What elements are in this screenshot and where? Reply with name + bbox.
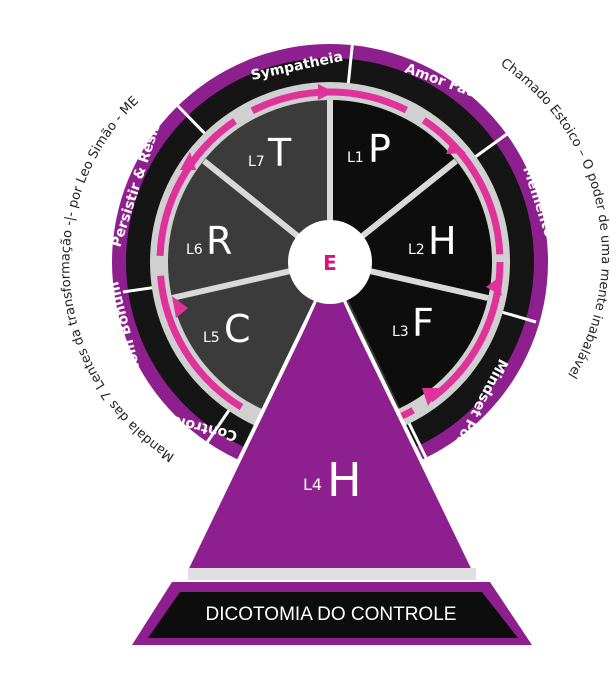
banner-label: DICOTOMIA DO CONTROLE	[206, 604, 457, 625]
svg-text:F: F	[412, 301, 434, 345]
svg-text:L1: L1	[347, 150, 364, 166]
svg-text:L3: L3	[392, 324, 409, 340]
svg-text:C: C	[224, 307, 251, 351]
center-label: E	[323, 251, 337, 275]
lens-l4: L4 H	[303, 453, 362, 507]
svg-text:R: R	[206, 219, 232, 263]
lens-l1: L1 P	[347, 127, 391, 171]
center-hub	[288, 220, 372, 304]
sector-f	[330, 262, 488, 408]
svg-text:L6: L6	[186, 242, 203, 258]
base-bar-light	[188, 568, 476, 580]
svg-text:H: H	[327, 453, 362, 507]
svg-text:L2: L2	[408, 242, 425, 258]
svg-text:H: H	[428, 219, 457, 263]
svg-text:P: P	[368, 127, 391, 171]
svg-text:T: T	[267, 131, 292, 175]
sector-p	[330, 100, 456, 262]
svg-text:L5: L5	[203, 330, 220, 346]
svg-text:L7: L7	[248, 154, 265, 170]
svg-text:L4: L4	[303, 475, 322, 494]
lens-l2: L2 H	[408, 219, 457, 263]
lens-l3: L3 F	[392, 301, 434, 345]
lens-l6: L6 R	[186, 219, 232, 263]
lens-l5: L5 C	[203, 307, 251, 351]
lens-l7: L7 T	[248, 131, 292, 175]
